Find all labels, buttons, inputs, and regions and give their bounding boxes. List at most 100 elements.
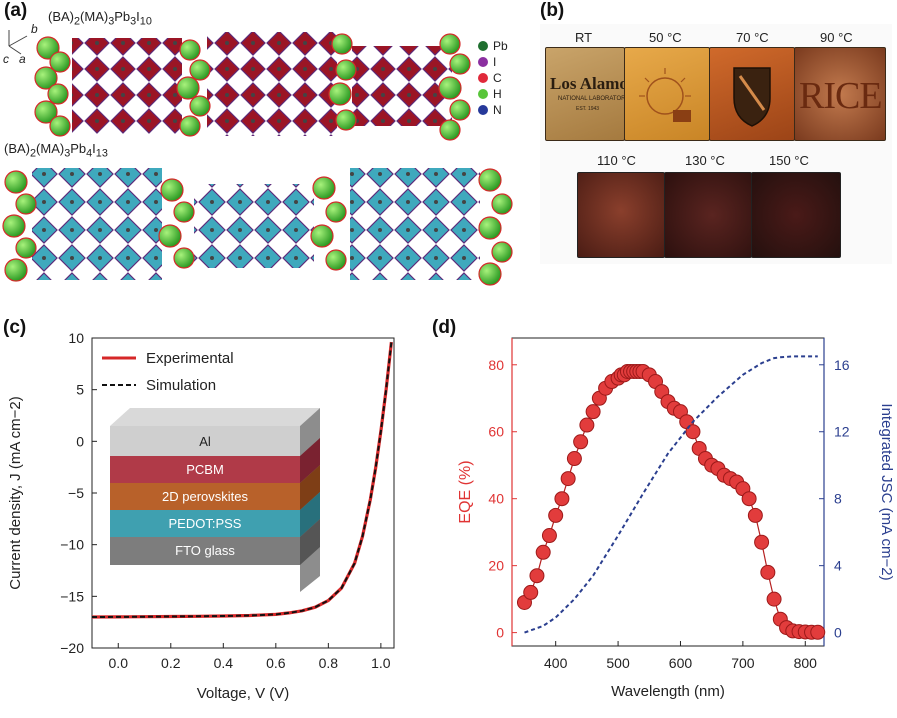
- layer-pcbm-label: PCBM: [186, 462, 224, 477]
- jv-chart: Al PCBM 2D perovskites PEDOT:PSS FTO gla…: [7, 330, 395, 702]
- y-tick-label: 0: [496, 625, 504, 641]
- pb-swatch-icon: [478, 41, 488, 51]
- x-axis-title: Wavelength (nm): [611, 683, 725, 700]
- panel-d-label: (d): [432, 317, 457, 338]
- eqe-point: [810, 624, 826, 640]
- x-tick-label: 0.0: [109, 655, 129, 671]
- eqe-point: [754, 534, 770, 550]
- x-tick-label: 0.4: [214, 655, 234, 671]
- y-tick-label: −5: [68, 485, 84, 501]
- eqe-point: [766, 591, 782, 607]
- layer-fto-label: FTO glass: [175, 543, 235, 558]
- temp-label-50: 50 °C: [649, 30, 682, 45]
- eqe-point: [535, 544, 551, 560]
- legend-item-n: N: [478, 102, 508, 118]
- sun-logo-icon: [639, 68, 691, 122]
- eqe-point: [566, 451, 582, 467]
- x-tick-label: 0.6: [266, 655, 286, 671]
- temp-label-90: 90 °C: [820, 30, 853, 45]
- temp-label-70: 70 °C: [736, 30, 769, 45]
- film-110c: [577, 172, 665, 258]
- rice-logo-text: RICE: [799, 75, 883, 117]
- layer-fto-glass: [110, 537, 300, 565]
- legend-label: Experimental: [146, 350, 234, 367]
- temp-label-rt: RT: [575, 30, 593, 45]
- film-70c: [709, 47, 795, 141]
- formula-n3: (BA)2(MA)3Pb3I10: [48, 9, 152, 28]
- y2-tick-label: 8: [834, 491, 842, 507]
- eqe-point: [760, 564, 776, 580]
- y2-tick-label: 12: [834, 424, 850, 440]
- y-tick-label: −15: [60, 588, 84, 604]
- y2-tick-label: 0: [834, 625, 842, 641]
- eqe-point: [554, 491, 570, 507]
- film-90c: RICE: [794, 47, 886, 141]
- legend-item-i: I: [478, 54, 508, 70]
- axis-a-label: a: [19, 52, 26, 66]
- axis-c-label: c: [3, 52, 9, 66]
- layer-pedot-label: PEDOT:PSS: [169, 516, 242, 531]
- x-tick-label: 500: [606, 655, 630, 671]
- y-tick-label: 40: [488, 491, 504, 507]
- legend-item-h: H: [478, 86, 508, 102]
- shield-icon: [733, 67, 771, 127]
- x-tick-label: 400: [544, 655, 568, 671]
- axis-indicator: b c a: [3, 22, 43, 68]
- eqe-point: [741, 491, 757, 507]
- h-swatch-icon: [478, 89, 488, 99]
- y-tick-label: 0: [76, 433, 84, 449]
- logo-text: Los Alamos: [550, 74, 635, 93]
- temp-label-130: 130 °C: [685, 153, 725, 168]
- y-tick-label: 10: [68, 330, 84, 346]
- layer-pedot-pss: [110, 510, 300, 537]
- formula-n4: (BA)2(MA)3Pb4I13: [4, 141, 108, 160]
- panel-b-label: (b): [540, 0, 565, 21]
- temp-label-150: 150 °C: [769, 153, 809, 168]
- y-axis-title: EQE (%): [457, 460, 474, 523]
- y2-tick-label: 16: [834, 357, 850, 373]
- eqe-point: [548, 507, 564, 523]
- logo-est: EST. 1943: [576, 106, 600, 112]
- y-tick-label: −10: [60, 537, 84, 553]
- y-tick-label: 5: [76, 382, 84, 398]
- crystal-structure-n4: [2, 168, 513, 286]
- layer-pcbm: [110, 456, 300, 483]
- layer-2d-perovskites: [110, 483, 300, 510]
- panel-c-label: (c): [3, 317, 27, 338]
- c-swatch-icon: [478, 73, 488, 83]
- eqe-point: [747, 507, 763, 523]
- layer-al-label: Al: [199, 434, 211, 449]
- eqe-point: [579, 417, 595, 433]
- i-swatch-icon: [478, 57, 488, 67]
- y-tick-label: −20: [60, 640, 84, 656]
- film-150c: [751, 172, 841, 258]
- x-tick-label: 700: [731, 655, 755, 671]
- film-130c: [664, 172, 752, 258]
- x-tick-label: 1.0: [371, 655, 391, 671]
- legend-label: Simulation: [146, 377, 216, 394]
- x-tick-label: 800: [794, 655, 818, 671]
- series-line-simulation: [91, 341, 393, 618]
- film-rt: Los Alamos NATIONAL LABORATORY EST. 1943: [545, 47, 635, 141]
- legend-item-pb: Pb: [478, 38, 508, 54]
- y-tick-label: 60: [488, 424, 504, 440]
- axis-indicator-icon: [8, 30, 28, 55]
- film-50c: [624, 47, 710, 141]
- eqe-point: [523, 584, 539, 600]
- y2-axis-title: Integrated JSC (mA cm−2): [878, 403, 895, 580]
- layer-perovskite-label: 2D perovskites: [162, 489, 248, 504]
- layer-al: [110, 426, 300, 456]
- stack-top-face: [110, 408, 320, 426]
- x-tick-label: 0.2: [161, 655, 181, 671]
- axis-b-label: b: [31, 22, 38, 36]
- y-tick-label: 80: [488, 357, 504, 373]
- x-tick-label: 600: [669, 655, 693, 671]
- eqe-point: [560, 471, 576, 487]
- y-tick-label: 20: [488, 558, 504, 574]
- panel-a-label: (a): [4, 0, 28, 21]
- eqe-point: [541, 528, 557, 544]
- x-axis-title: Voltage, V (V): [197, 685, 290, 702]
- crystal-structure-n3: [34, 32, 471, 141]
